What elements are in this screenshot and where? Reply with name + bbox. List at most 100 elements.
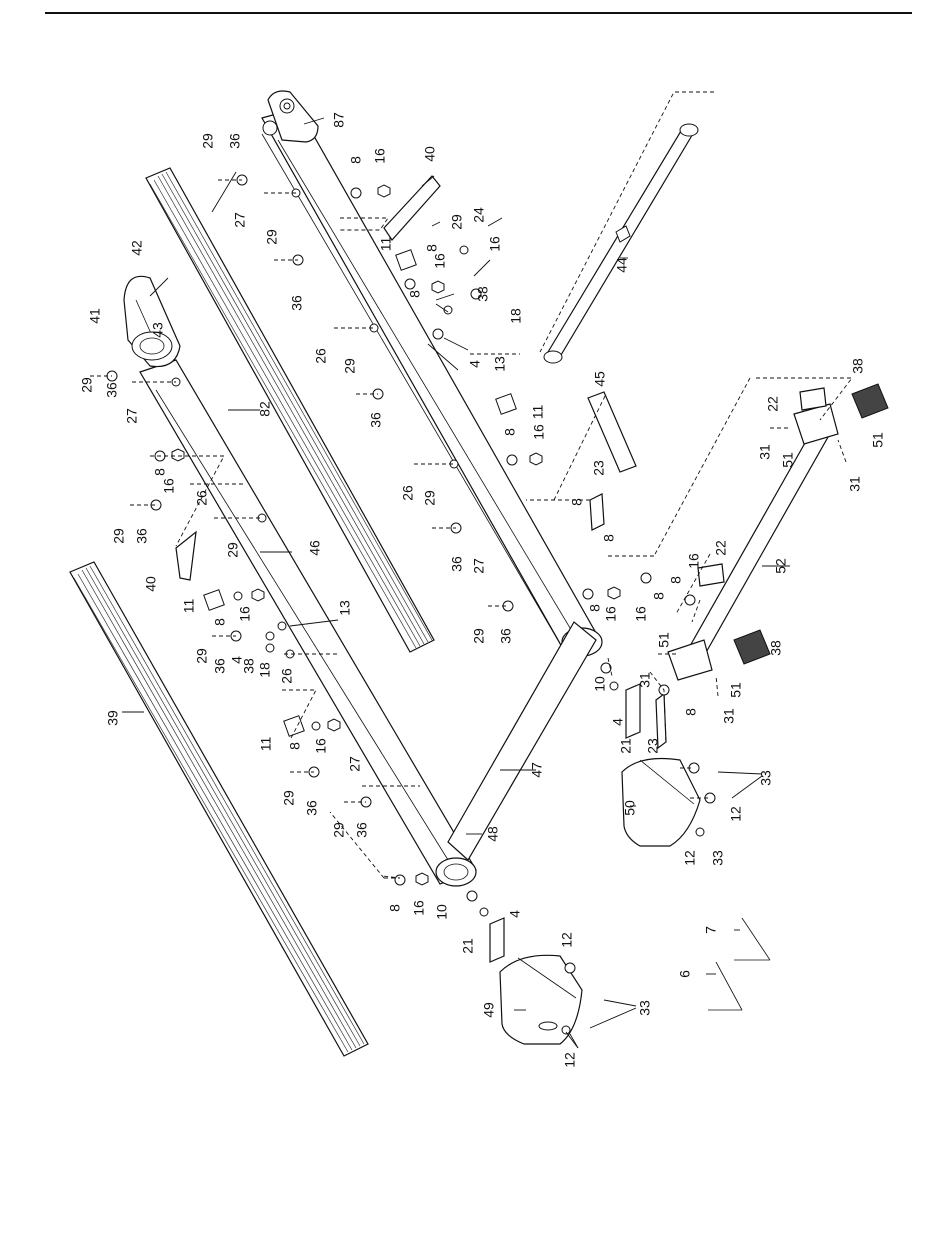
label-23-b: 23 <box>645 738 661 754</box>
plate-11-b <box>495 393 517 415</box>
label-8-i: 8 <box>651 592 667 600</box>
label-29-l: 29 <box>331 822 347 838</box>
label-33-b: 33 <box>710 850 726 866</box>
label-38-c: 38 <box>768 640 784 656</box>
label-40-b: 40 <box>143 576 159 592</box>
side-rail-82 <box>145 167 435 653</box>
label-38-a: 38 <box>475 286 491 302</box>
label-13-a: 13 <box>492 356 508 372</box>
label-46: 46 <box>307 540 323 556</box>
bolt-23-top <box>589 493 605 531</box>
label-16-b: 16 <box>432 253 448 269</box>
label-22-a: 22 <box>765 396 781 412</box>
label-plate-45 <box>587 391 637 473</box>
label-16-e: 16 <box>161 478 177 494</box>
label-29-k: 29 <box>281 790 297 806</box>
label-8-d: 8 <box>502 428 518 436</box>
rear-cover-49 <box>499 954 583 1045</box>
label-8-h: 8 <box>668 576 684 584</box>
label-36-e: 36 <box>134 528 150 544</box>
label-51-a: 51 <box>780 452 796 468</box>
label-51-b: 51 <box>870 432 886 448</box>
label-38-b: 38 <box>850 358 866 374</box>
label-11-a: 11 <box>378 237 394 252</box>
label-38-d: 38 <box>241 658 257 674</box>
rear-crossbar-52 <box>667 383 889 681</box>
label-8-m: 8 <box>287 742 303 750</box>
label-29-i: 29 <box>471 628 487 644</box>
label-11-c: 11 <box>181 599 197 614</box>
label-18-a: 18 <box>508 308 524 324</box>
label-8-b: 8 <box>424 244 440 252</box>
label-21-b: 21 <box>460 938 476 954</box>
label-21-a: 21 <box>618 738 634 754</box>
label-29-d: 29 <box>342 358 358 374</box>
label-26-d: 26 <box>279 668 295 684</box>
label-8-c: 8 <box>407 290 423 298</box>
label-8-e: 8 <box>152 468 168 476</box>
label-11-b: 11 <box>530 405 546 420</box>
label-8-a: 8 <box>348 156 364 164</box>
label-29-j: 29 <box>194 648 210 664</box>
front-roller-47 <box>447 621 597 861</box>
label-29-c: 29 <box>264 229 280 245</box>
label-26-c: 26 <box>194 490 210 506</box>
label-8-g: 8 <box>601 534 617 542</box>
bracket-40-top <box>383 175 441 241</box>
label-36-a: 36 <box>227 133 243 149</box>
label-42: 42 <box>129 240 145 256</box>
label-31-d: 31 <box>721 708 737 724</box>
label-23-a: 23 <box>591 460 607 476</box>
label-36-j: 36 <box>354 822 370 838</box>
label-12-a: 12 <box>728 806 744 822</box>
rear-cover-50 <box>621 757 701 847</box>
label-29-g: 29 <box>111 528 127 544</box>
label-12-c: 12 <box>559 932 575 948</box>
label-4-c: 4 <box>610 718 626 726</box>
label-4-b: 4 <box>229 656 245 664</box>
label-31-c: 31 <box>637 672 653 688</box>
label-16-k: 16 <box>411 900 427 916</box>
label-27-d: 27 <box>347 756 363 772</box>
label-29-f: 29 <box>422 490 438 506</box>
part-number-labels: 87 29 36 8 16 40 27 29 24 29 11 8 16 16 … <box>79 112 886 1068</box>
hex-key-7 <box>734 917 771 961</box>
label-29-e: 29 <box>79 377 95 393</box>
label-27-c: 27 <box>471 558 487 574</box>
label-4-a: 4 <box>467 360 483 368</box>
label-50: 50 <box>622 800 638 816</box>
label-36-i: 36 <box>304 800 320 816</box>
label-49: 49 <box>481 1002 497 1018</box>
label-36-b: 36 <box>289 295 305 311</box>
label-31-b: 31 <box>847 476 863 492</box>
label-33-a: 33 <box>758 770 774 786</box>
label-12-b: 12 <box>682 850 698 866</box>
label-16-g: 16 <box>237 606 253 622</box>
label-8-l: 8 <box>683 708 699 716</box>
label-27-a: 27 <box>232 212 248 228</box>
label-87: 87 <box>331 112 347 128</box>
bolt-21-rear <box>625 683 641 739</box>
label-10-a: 10 <box>592 676 608 692</box>
label-16-h: 16 <box>603 606 619 622</box>
label-29-a: 29 <box>200 133 216 149</box>
label-8-j: 8 <box>587 604 603 612</box>
label-4-d: 4 <box>507 910 523 918</box>
label-52: 52 <box>773 558 789 574</box>
label-36-g: 36 <box>498 628 514 644</box>
leader-lines <box>122 117 790 1049</box>
label-22-b: 22 <box>713 540 729 556</box>
label-36-c: 36 <box>104 382 120 398</box>
plate-11-a <box>395 249 417 271</box>
label-82: 82 <box>257 401 273 417</box>
label-16-f: 16 <box>686 553 702 569</box>
label-40-a: 40 <box>422 146 438 162</box>
label-39: 39 <box>105 710 121 726</box>
label-29-h: 29 <box>225 542 241 558</box>
label-29-b: 29 <box>449 214 465 230</box>
label-10-b: 10 <box>434 904 450 920</box>
label-8-k: 8 <box>212 618 228 626</box>
plate-11-d <box>283 715 305 737</box>
